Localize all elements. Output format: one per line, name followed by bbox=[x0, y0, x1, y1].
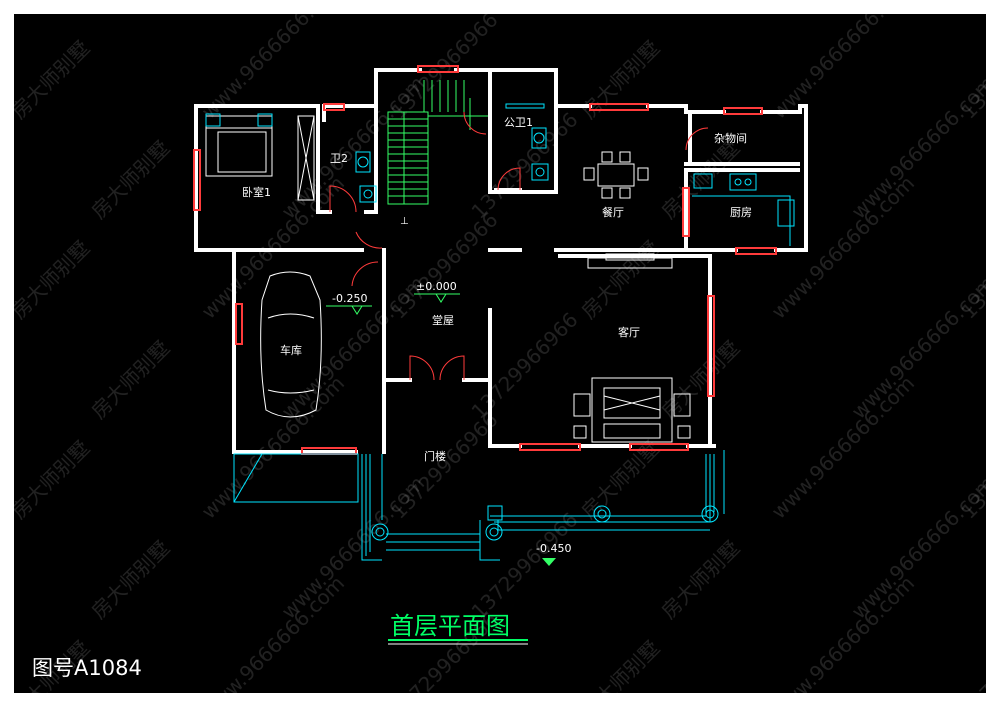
drawing-title: 首层平面图 bbox=[390, 612, 510, 640]
windows bbox=[193, 65, 777, 455]
bed-icon bbox=[205, 115, 273, 177]
label-dining: 餐厅 bbox=[602, 205, 624, 219]
furniture-fixtures bbox=[205, 103, 795, 443]
label-wc1: 公卫1 bbox=[504, 116, 533, 129]
walls bbox=[194, 68, 808, 454]
sink-icon bbox=[777, 199, 795, 227]
level-hall: ±0.000 bbox=[416, 280, 457, 293]
staircase bbox=[387, 80, 490, 205]
porch-structure bbox=[233, 450, 725, 561]
label-porch: 门楼 bbox=[424, 449, 446, 463]
label-bedroom1: 卧室1 bbox=[242, 185, 271, 199]
basin-icon bbox=[359, 185, 377, 203]
label-living: 客厅 bbox=[618, 325, 640, 339]
fridge-icon bbox=[693, 173, 713, 189]
label-hall: 堂屋 bbox=[432, 314, 454, 327]
level-garage: -0.250 bbox=[332, 292, 367, 305]
label-wc2: 卫2 bbox=[330, 152, 348, 165]
sofa-icon bbox=[591, 377, 673, 443]
stair-arrow-mark: ⊥ bbox=[400, 216, 409, 227]
room-labels: 卧室1 卫2 公卫1 杂物间 餐厅 厨房 车库 堂屋 客厅 门楼 bbox=[242, 116, 752, 463]
label-storage: 杂物间 bbox=[714, 131, 747, 145]
drawing-area bbox=[14, 14, 986, 693]
stove-icon bbox=[729, 173, 757, 191]
level-markers: -0.250 ±0.000 -0.450 bbox=[326, 280, 571, 566]
car-icon bbox=[260, 271, 322, 418]
tv-cabinet-icon bbox=[587, 257, 673, 269]
label-kitchen: 厨房 bbox=[730, 206, 752, 219]
level-outside: -0.450 bbox=[536, 542, 571, 555]
label-garage: 车库 bbox=[280, 343, 302, 357]
dining-table-icon bbox=[597, 163, 635, 187]
toilet-icon bbox=[355, 151, 371, 173]
doors bbox=[329, 111, 709, 381]
drawing-number: 图号A1084 bbox=[32, 656, 142, 680]
